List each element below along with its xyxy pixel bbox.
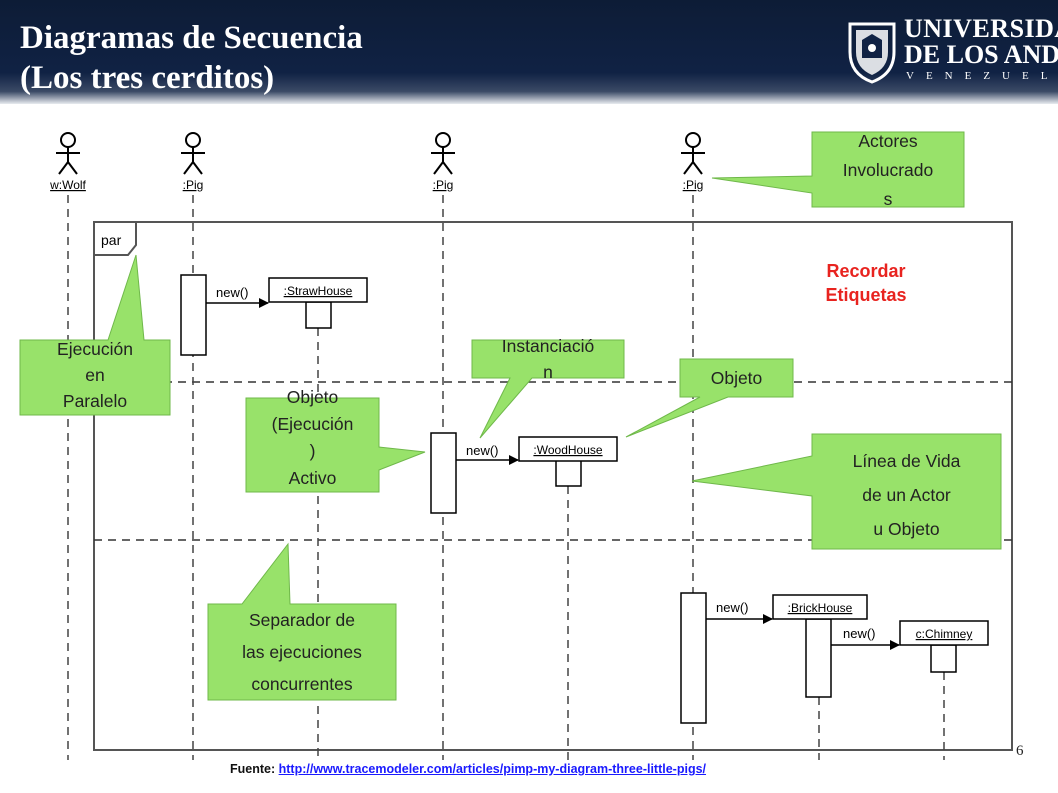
logo-line3: VENEZUELA	[906, 70, 1058, 82]
recordar-etiquetas-note: Recordar Etiquetas	[786, 259, 946, 307]
callout-instanciacion	[471, 339, 625, 439]
source-prefix: Fuente:	[230, 762, 279, 776]
actor-pig-3-label: :Pig	[683, 178, 704, 192]
slide-title: Diagramas de Secuencia (Los tres cerdito…	[20, 18, 363, 98]
recordar-line2: Etiquetas	[825, 285, 907, 305]
callout-objeto-line1: Objeto	[710, 368, 763, 388]
slide-title-line2: (Los tres cerditos)	[20, 60, 275, 96]
callout-objeto-activo-text: Objeto (Ejecución ) Activo	[246, 384, 379, 492]
activation-pig-3	[680, 592, 707, 724]
recordar-line1: Recordar	[826, 261, 906, 281]
source-citation: Fuente: http://www.tracemodeler.com/arti…	[230, 762, 706, 776]
callout-objeto-activo-line1: Objeto	[286, 387, 339, 407]
activation-woodhouse	[555, 459, 582, 487]
university-logo: UNIVERSIDAD DE LOS ANDES VENEZUELA	[842, 14, 1058, 86]
page-number: 6	[1016, 743, 1024, 759]
activation-pig-1	[180, 274, 207, 356]
message-label-3: new()	[716, 600, 749, 615]
callout-separador-line2: las ejecuciones	[242, 642, 362, 662]
callout-objeto-activo	[245, 397, 426, 493]
par-frame-tab	[94, 221, 137, 256]
activation-chimney	[930, 644, 957, 673]
object-chimney-label: c:Chimney	[916, 627, 973, 641]
callout-instanciacion-text: Instanciació n	[472, 333, 624, 385]
callout-separador-line1: Separador de	[248, 610, 356, 630]
actor-pig-1-label: :Pig	[183, 178, 204, 192]
callout-actores-line1: Actores	[858, 131, 918, 151]
callout-separador-text: Separador de las ejecuciones concurrente…	[208, 604, 396, 700]
object-brickhouse-box	[772, 594, 868, 620]
object-strawhouse-box	[268, 277, 368, 303]
actor-pig-2-icon	[431, 132, 455, 175]
logo-line2: DE LOS ANDES	[904, 40, 1058, 69]
source-link[interactable]: http://www.tracemodeler.com/articles/pim…	[278, 762, 707, 776]
slide-header: Diagramas de Secuencia (Los tres cerdito…	[0, 0, 1058, 104]
callout-ejecucion-line2: en	[85, 365, 105, 385]
callout-objeto	[625, 358, 794, 438]
callout-actores-line3: s	[883, 189, 893, 209]
callout-objeto-activo-line4: Activo	[288, 468, 337, 488]
callout-instanciacion-line1: Instanciació	[501, 336, 595, 356]
actor-pig-1-icon	[181, 132, 205, 175]
object-brickhouse-label: :BrickHouse	[788, 601, 853, 615]
callout-actores-line2: Involucrado	[842, 160, 934, 180]
callout-linea-vida-text: Línea de Vida de un Actor u Objeto	[812, 444, 1001, 546]
callout-linea-vida	[691, 433, 1002, 550]
callout-ejecucion-paralelo-text: Ejecución en Paralelo	[20, 336, 170, 414]
callout-ejecucion-paralelo	[19, 254, 171, 416]
callout-linea-vida-line1: Línea de Vida	[852, 451, 961, 471]
object-strawhouse-label: :StrawHouse	[284, 284, 353, 298]
callout-ejecucion-line1: Ejecución	[57, 339, 133, 359]
activation-brickhouse	[805, 618, 832, 698]
callout-objeto-activo-line3: )	[309, 441, 316, 461]
message-label-2: new()	[466, 443, 499, 458]
message-label-1: new()	[216, 285, 249, 300]
par-frame-label: par	[101, 232, 122, 248]
university-seal-icon	[848, 22, 896, 84]
par-frame	[93, 221, 1013, 751]
callout-objeto-activo-line2: (Ejecución	[271, 414, 354, 434]
slide-title-line1: Diagramas de Secuencia	[20, 20, 363, 56]
callout-separador-line3: concurrentes	[251, 674, 353, 694]
object-woodhouse-box	[518, 436, 618, 462]
callout-linea-vida-line2: de un Actor	[862, 485, 951, 505]
actor-pig-2-label: :Pig	[433, 178, 454, 192]
activation-strawhouse	[305, 301, 332, 329]
callout-actores	[711, 131, 965, 208]
callout-instanciacion-line2: n	[543, 362, 553, 382]
callout-linea-vida-line3: u Objeto	[873, 519, 940, 539]
callout-ejecucion-line3: Paralelo	[62, 391, 128, 411]
activation-pig-2	[430, 432, 457, 514]
object-chimney-box	[899, 620, 989, 646]
callout-objeto-text: Objeto	[680, 364, 793, 393]
actor-wolf-label: w:Wolf	[49, 178, 86, 192]
object-woodhouse-label: :WoodHouse	[533, 443, 602, 457]
actor-pig-3-icon	[681, 132, 705, 175]
actor-wolf-icon	[56, 132, 80, 175]
message-label-4: new()	[843, 626, 876, 641]
logo-line1: UNIVERSIDAD	[904, 14, 1058, 43]
callout-separador	[207, 542, 397, 701]
callout-actores-text: Actores Involucrado s	[812, 127, 964, 214]
